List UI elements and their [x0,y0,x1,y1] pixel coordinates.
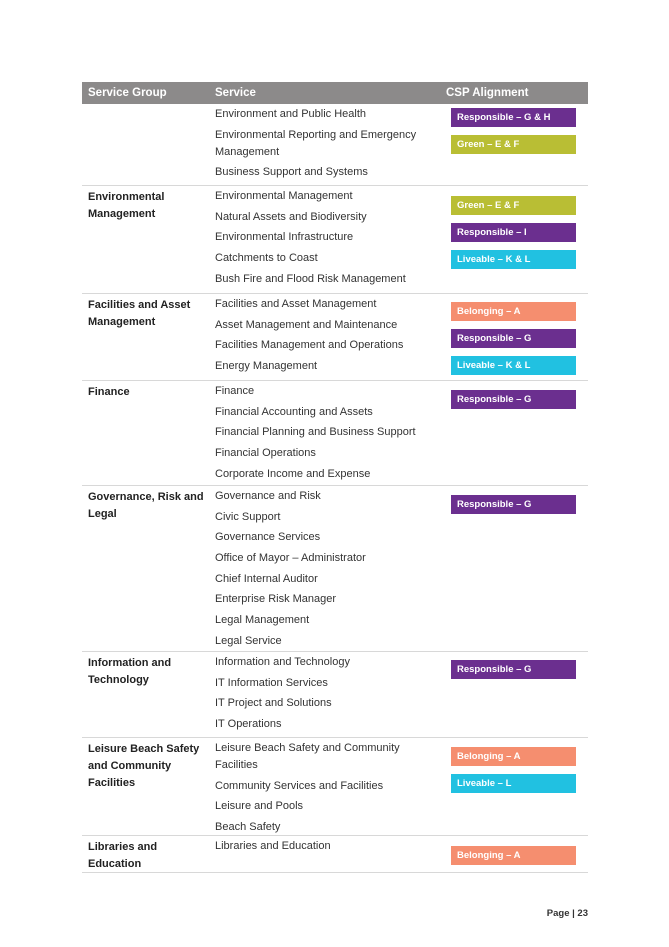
service-item: Legal Management [215,614,310,627]
service-group-name: Libraries and Education [88,841,158,870]
service-item: Chief Internal Auditor [215,572,318,585]
service-item: Office of Mayor – Administrator [215,552,366,565]
table-header: Service Group Service CSP Alignment [82,82,588,104]
service-item: Catchments to Coast [215,252,318,265]
csp-badge-purple: Responsible – G [451,390,576,409]
csp-badge-purple: Responsible – G [451,660,576,679]
csp-badge-blue: Liveable – K & L [451,356,576,375]
service-item: Energy Management [215,360,318,373]
csp-badge-purple: Responsible – G [451,495,576,514]
service-item: Community Services and Facilities [215,779,384,792]
header-service: Service [215,87,256,99]
header-csp-alignment: CSP Alignment [446,87,529,99]
csp-badge-blue: Liveable – K & L [451,250,576,269]
service-item: Environment and Public Health [215,108,367,120]
service-group-name: Leisure Beach Safety and Community Facil… [88,743,200,789]
service-item: Bush Fire and Flood Risk Management [215,272,406,285]
service-group-name: Finance [88,386,130,398]
service-item: Finance [215,385,255,397]
service-item: Governance Services [215,531,321,544]
service-item: Financial Operations [215,447,316,460]
service-item: IT Information Services [215,676,328,689]
service-item: Asset Management and Maintenance [215,318,398,331]
service-alignment-table: Service Group Service CSP Alignment Envi… [82,82,588,873]
service-group-row: Governance, Risk and Legal Governance and… [82,486,588,652]
header-service-group: Service Group [88,87,167,99]
service-group-name: Governance, Risk and Legal [88,491,204,520]
csp-badge-purple: Responsible – I [451,223,576,242]
service-item: IT Project and Solutions [215,697,332,710]
service-item: Libraries and Education [215,840,331,852]
service-item: Facilities Management and Operations [215,339,404,352]
service-item: Business Support and Systems [215,166,368,179]
csp-badge-salmon: Belonging – A [451,747,576,766]
service-item: Natural Assets and Biodiversity [215,210,367,223]
csp-badge-purple: Responsible – G [451,329,576,348]
service-item: Information and Technology [215,656,350,668]
service-item: Leisure and Pools [215,800,304,813]
service-item: Facilities and Asset Management [215,298,377,310]
csp-badge-green: Green – E & F [451,196,576,215]
csp-badge-blue: Liveable – L [451,774,576,793]
service-group-name: Information and Technology [88,657,172,686]
service-item: Enterprise Risk Manager [215,593,337,606]
service-item: Financial Accounting and Assets [215,405,373,418]
csp-badge-green: Green – E & F [451,135,576,154]
service-item: Governance and Risk [215,490,321,502]
service-item: Legal Service [215,634,282,647]
service-list: Libraries and Education [215,836,588,855]
service-group-row: Leisure Beach Safety and Community Facil… [82,738,588,836]
service-group-name: Facilities and Asset Management [88,299,191,328]
service-group-name: Environmental Management [88,191,165,220]
service-item: Financial Planning and Business Support [215,426,416,439]
service-item: IT Operations [215,718,282,731]
service-item: Corporate Income and Expense [215,467,371,480]
service-list: Information and Technology IT Information… [215,652,588,733]
service-item: Civic Support [215,510,281,523]
csp-badge-salmon: Belonging – A [451,846,576,865]
service-item: Beach Safety [215,821,281,834]
csp-badge-purple: Responsible – G & H [451,108,576,127]
csp-badge-salmon: Belonging – A [451,302,576,321]
service-item: Environmental Infrastructure [215,231,354,244]
service-item: Environmental Management [215,190,353,202]
service-group-row: Libraries and Education Libraries and Edu… [82,836,588,873]
page-number: Page | 23 [546,908,588,919]
service-item: Environmental Reporting and Emergency Ma… [215,128,417,158]
service-item: Leisure Beach Safety and Community Facil… [215,742,400,771]
service-list: Leisure Beach Safety and Community Facil… [215,738,588,836]
